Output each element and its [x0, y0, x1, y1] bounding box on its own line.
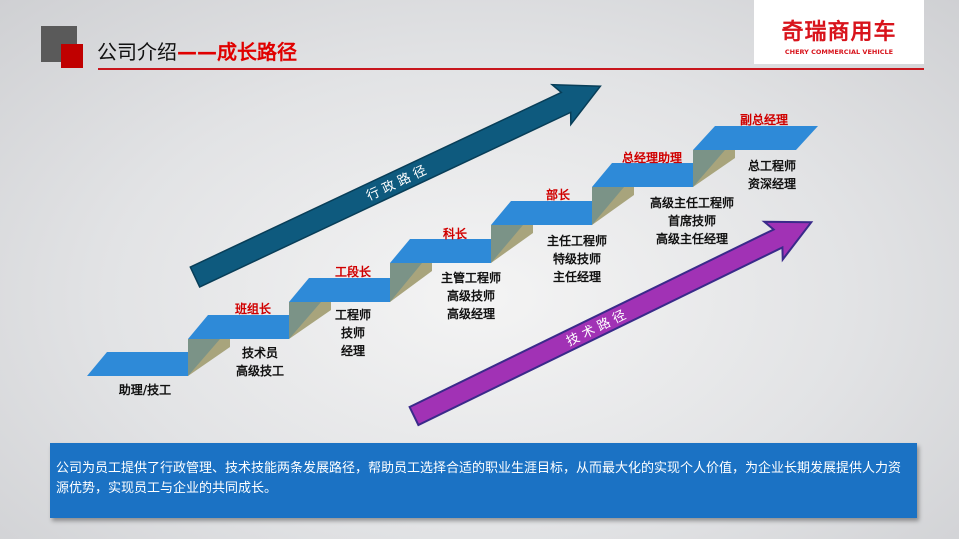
- logo-en: CHERY COMMERCIAL VEHICLE: [784, 48, 894, 56]
- admin-role-label: 工段长: [334, 265, 371, 279]
- stair-step: [87, 352, 188, 376]
- tech-role-group: 主任工程师特级技师主任经理: [517, 232, 637, 286]
- title-rule: [98, 68, 924, 70]
- tech-role-label: 高级经理: [446, 307, 495, 321]
- stair-riser-shadow: [693, 150, 725, 187]
- tech-role-label: 高级技工: [235, 364, 284, 378]
- admin-role-label: 部长: [545, 188, 570, 202]
- stair-riser-shadow: [491, 225, 523, 263]
- tech-role-label: 主任经理: [552, 270, 601, 284]
- stair-riser-shadow: [390, 263, 422, 302]
- stair-step: [592, 163, 693, 187]
- stair-step: [289, 278, 390, 302]
- tech-role-label: 主任工程师: [546, 234, 607, 248]
- page-subtitle: ——成长路径: [177, 40, 297, 64]
- tech-role-label: 工程师: [334, 308, 371, 322]
- tech-role-label: 高级主任工程师: [649, 196, 734, 210]
- tech-role-label: 总工程师: [747, 159, 796, 173]
- tech-role-label: 助理/技工: [118, 383, 172, 397]
- stair-riser-shadow: [289, 302, 321, 339]
- tech-role-label: 经理: [340, 344, 365, 358]
- admin-role-label: 总经理助理: [622, 151, 683, 165]
- stair-step: [188, 315, 289, 339]
- tech-role-group: 总工程师资深经理: [712, 157, 832, 193]
- tech-role-label: 首席技师: [667, 214, 716, 228]
- company-logo: 奇瑞商用车 CHERY COMMERCIAL VEHICLE: [754, 0, 924, 64]
- tech-role-label: 特级技师: [552, 252, 601, 266]
- tech-role-label: 高级主任经理: [655, 232, 728, 246]
- admin-role-label: 班组长: [234, 302, 271, 316]
- tech-role-group: 技术员高级技工: [200, 344, 320, 380]
- tech-role-group: 工程师技师经理: [293, 306, 413, 360]
- page-title: 公司介绍——成长路径: [97, 40, 297, 64]
- tech-role-group: 高级主任工程师首席技师高级主任经理: [632, 194, 752, 248]
- admin-role-label: 科长: [442, 227, 467, 241]
- stair-step: [491, 201, 592, 225]
- stair-step: [390, 239, 491, 263]
- description-text: 公司为员工提供了行政管理、技术技能两条发展路径，帮助员工选择合适的职业生涯目标，…: [56, 461, 902, 496]
- tech-role-group: 主管工程师高级技师高级经理: [411, 269, 531, 323]
- logo-cn: 奇瑞商用车: [781, 20, 897, 45]
- admin-role-label: 副总经理: [740, 113, 789, 127]
- stair-riser-shadow: [592, 187, 624, 225]
- tech-role-label: 主管工程师: [440, 271, 501, 285]
- stair-step: [693, 126, 818, 150]
- tech-role-label: 高级技师: [446, 289, 495, 303]
- tech-role-label: 技师: [340, 326, 365, 340]
- stair-riser-shadow: [188, 339, 220, 376]
- tech-role-label: 技术员: [241, 346, 278, 360]
- tech-role-label: 资深经理: [747, 177, 796, 191]
- description-box: 公司为员工提供了行政管理、技术技能两条发展路径，帮助员工选择合适的职业生涯目标，…: [50, 443, 917, 518]
- tech-role-group: 助理/技工: [85, 381, 205, 399]
- title-decoration-red: [61, 44, 83, 68]
